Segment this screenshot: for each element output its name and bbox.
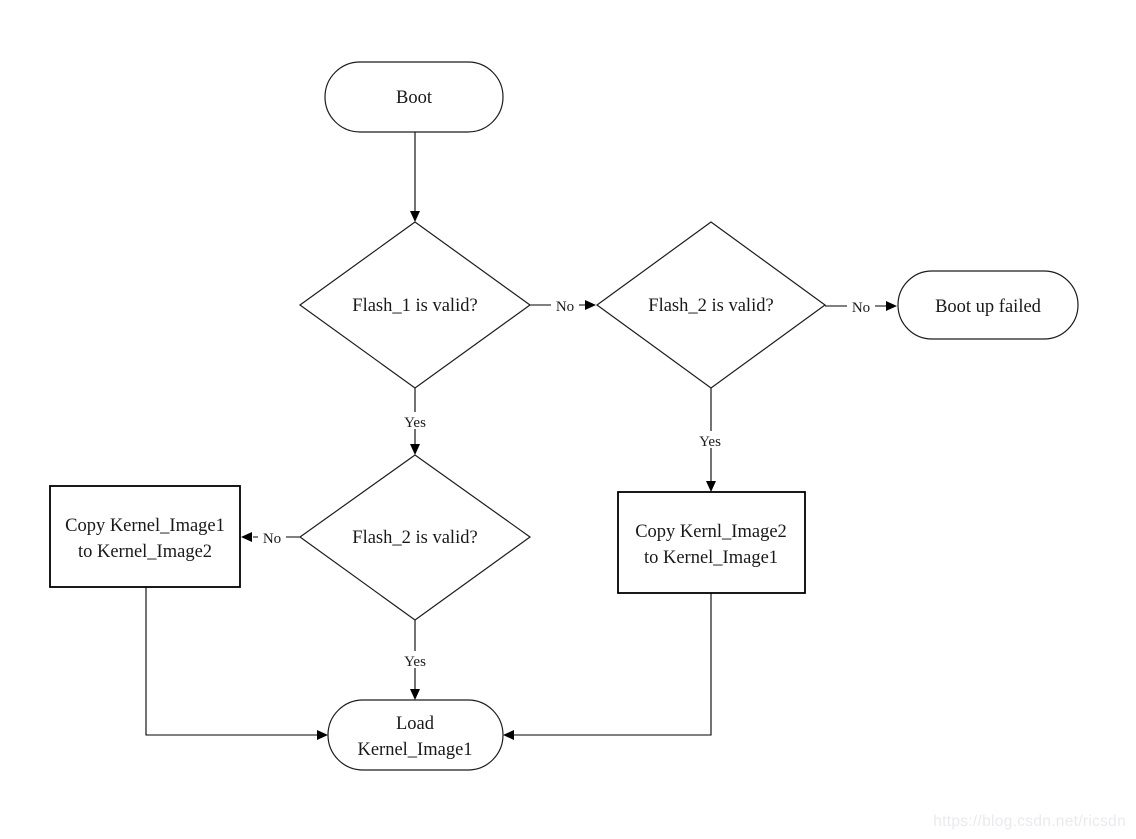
edge-label-flash2-top-yes: Yes [694, 431, 726, 450]
node-flash2-bottom-decision: Flash_2 is valid? [298, 454, 532, 621]
arrowhead-right-icon [886, 301, 897, 311]
edge-boot-to-flash1 [410, 132, 420, 222]
node-boot-failed-terminator: Boot up failed [897, 270, 1079, 340]
edge-label-flash1-yes: Yes [399, 412, 431, 431]
arrowhead-left-icon [503, 730, 514, 740]
watermark-url: https://blog.csdn.net/ricsdn [933, 813, 1126, 830]
edge-copyleft-to-load [145, 587, 328, 740]
load-kernel-line1: Load [396, 714, 435, 734]
copy-image1-line1: Copy Kernel_Image1 [65, 516, 225, 536]
copy-image2-line1: Copy Kernl_Image2 [635, 522, 787, 542]
arrowhead-right-icon [585, 300, 596, 310]
edge-label-flash2-bottom-yes: Yes [399, 651, 431, 670]
svg-text:Yes: Yes [404, 415, 426, 431]
arrowhead-down-icon [410, 444, 420, 455]
arrowhead-down-icon [706, 481, 716, 492]
arrowhead-down-icon [410, 211, 420, 222]
svg-text:Yes: Yes [404, 654, 426, 670]
arrowhead-right-icon [317, 730, 328, 740]
boot-failed-label: Boot up failed [935, 297, 1042, 317]
edge-label-flash2-bottom-no: No [258, 529, 286, 547]
svg-text:No: No [556, 299, 574, 315]
arrowhead-down-icon [410, 689, 420, 700]
edge-label-flash1-no: No [551, 296, 579, 315]
svg-text:No: No [263, 531, 281, 547]
node-boot-terminator: Boot [324, 61, 504, 133]
load-kernel-line2: Kernel_Image1 [357, 740, 472, 760]
svg-text:No: No [852, 300, 870, 316]
flash1-decision-label: Flash_1 is valid? [352, 296, 477, 316]
flash2-bottom-decision-label: Flash_2 is valid? [352, 528, 477, 548]
node-load-kernel-terminator: Load Kernel_Image1 [327, 699, 504, 771]
edge-copyright-to-load [503, 593, 712, 740]
node-copy-image2-to-image1-process: Copy Kernl_Image2 to Kernel_Image1 [617, 491, 806, 594]
boot-label: Boot [396, 88, 433, 108]
copy-image2-line2: to Kernel_Image1 [644, 548, 778, 568]
node-copy-image1-to-image2-process: Copy Kernel_Image1 to Kernel_Image2 [49, 485, 241, 588]
edge-label-flash2-top-no: No [847, 297, 875, 316]
copy-image1-line2: to Kernel_Image2 [78, 542, 212, 562]
arrowhead-left-icon [241, 532, 252, 542]
node-flash1-decision: Flash_1 is valid? [298, 221, 532, 389]
node-flash2-top-decision: Flash_2 is valid? [595, 221, 827, 389]
flash2-top-decision-label: Flash_2 is valid? [648, 296, 773, 316]
svg-text:Yes: Yes [699, 434, 721, 450]
